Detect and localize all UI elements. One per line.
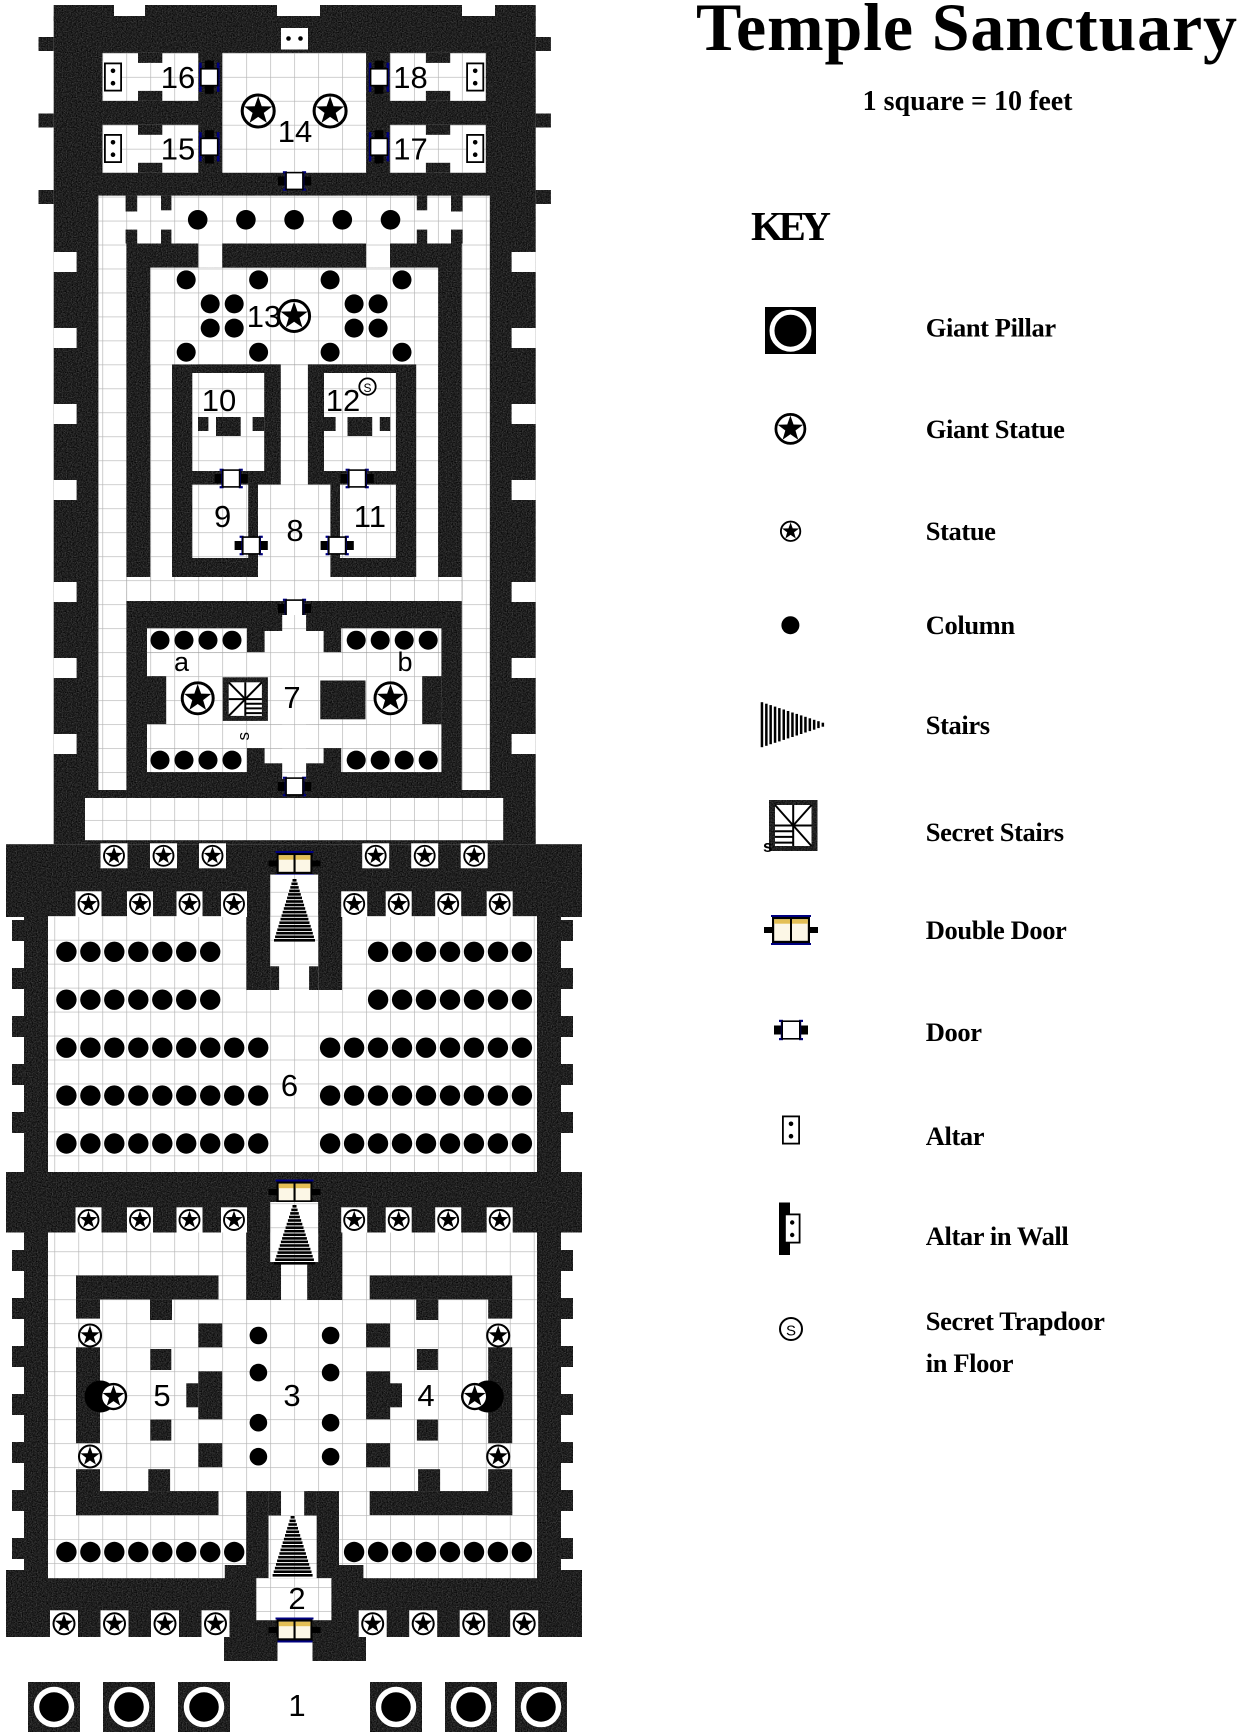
svg-text:5: 5 [153, 1378, 170, 1413]
svg-text:1 square = 10 feet: 1 square = 10 feet [863, 86, 1074, 117]
svg-text:Temple Sanctuary: Temple Sanctuary [696, 0, 1237, 65]
svg-text:S: S [786, 1323, 796, 1340]
svg-text:Door: Door [926, 1017, 982, 1047]
svg-text:8: 8 [286, 513, 303, 548]
svg-text:1: 1 [288, 1688, 305, 1723]
svg-text:in Floor: in Floor [926, 1348, 1014, 1378]
svg-text:Secret Stairs: Secret Stairs [926, 817, 1064, 847]
svg-text:Altar: Altar [926, 1121, 985, 1151]
svg-text:Giant Statue: Giant Statue [926, 414, 1065, 444]
svg-text:7: 7 [283, 680, 300, 715]
svg-text:13: 13 [247, 299, 281, 334]
svg-text:KEY: KEY [751, 203, 831, 249]
svg-text:17: 17 [393, 132, 427, 167]
svg-text:Double Door: Double Door [926, 915, 1067, 945]
svg-text:S: S [363, 381, 371, 395]
svg-text:4: 4 [417, 1378, 434, 1413]
svg-text:14: 14 [278, 114, 312, 149]
svg-text:Stairs: Stairs [926, 710, 990, 740]
svg-text:11: 11 [354, 499, 386, 534]
svg-text:b: b [397, 647, 412, 677]
svg-text:10: 10 [202, 383, 236, 418]
svg-text:6: 6 [281, 1068, 298, 1103]
svg-text:Statue: Statue [926, 516, 996, 546]
svg-text:Giant Pillar: Giant Pillar [926, 312, 1057, 342]
svg-text:Secret Trapdoor: Secret Trapdoor [926, 1306, 1105, 1336]
svg-text:9: 9 [214, 499, 231, 534]
svg-text:3: 3 [283, 1378, 300, 1413]
svg-text:a: a [174, 647, 190, 677]
svg-text:Altar in Wall: Altar in Wall [926, 1221, 1069, 1251]
svg-text:12: 12 [326, 383, 360, 418]
svg-text:16: 16 [161, 60, 195, 95]
svg-text:s: s [234, 732, 253, 741]
svg-text:Column: Column [926, 610, 1016, 640]
svg-text:s: s [763, 837, 772, 856]
svg-text:2: 2 [288, 1581, 305, 1616]
svg-text:15: 15 [161, 132, 195, 167]
svg-text:18: 18 [393, 60, 427, 95]
